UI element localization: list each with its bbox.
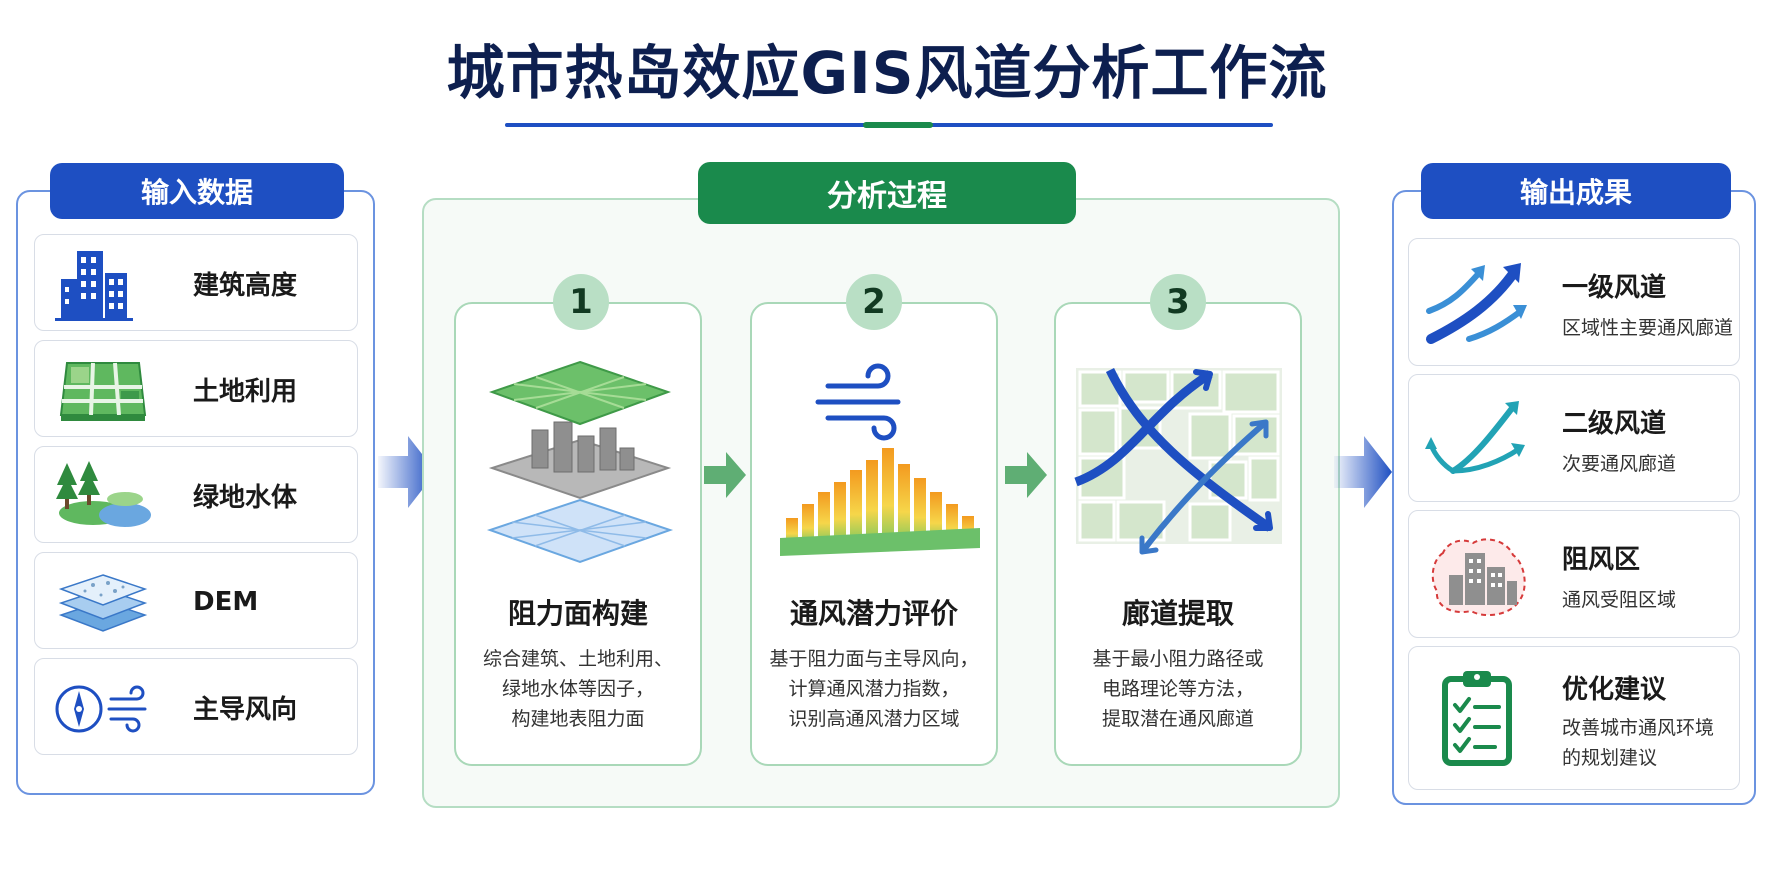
input-card-land-use: 土地利用 [34,340,358,437]
input-label-green-water: 绿地水体 [193,483,298,513]
secondary-corridor-arrows-icon [1425,401,1525,474]
input-card-wind-direction: 主导风向 [34,658,358,755]
input-label-land-use: 土地利用 [193,377,298,407]
output-desc-optimization: 改善城市通风环境 的规划建议 [1562,717,1715,769]
resistance-layers-icon [486,360,674,564]
step-card-1: 阻力面构建 综合建筑、土地利用、 绿地水体等因子， 构建地表阻力面 [454,302,702,766]
flow-arrow-process-to-output [1334,436,1392,508]
flow-arrow-step1-to-step2 [704,452,746,498]
compass-wind-icon [55,685,147,733]
step-card-3: 廊道提取 基于最小阻力路径或 电路理论等方法， 提取潜在通风廊道 [1054,302,1302,766]
output-desc-blocked-area: 通风受阻区域 [1562,589,1677,611]
output-card-secondary-corridor: 二级风道 次要通风廊道 [1408,374,1740,502]
dem-layers-icon [58,574,148,632]
flow-arrow-input-to-process [378,436,436,508]
building-icon [55,251,133,321]
page-title: 城市热岛效应GIS风道分析工作流 [446,39,1328,107]
step-desc-3: 基于最小阻力路径或 电路理论等方法， 提取潜在通风廊道 [1092,648,1264,730]
output-card-primary-corridor: 一级风道 区域性主要通风廊道 [1408,238,1740,366]
title-underline-accent [863,122,933,128]
input-card-green-water: 绿地水体 [34,446,358,543]
ventilation-potential-icon [780,363,980,556]
step-title-3: 廊道提取 [1121,597,1234,630]
step-desc-2: 基于阻力面与主导风向， 计算通风潜力指数， 识别高通风潜力区域 [769,648,979,730]
output-card-optimization: 优化建议 改善城市通风环境 的规划建议 [1408,646,1740,790]
output-desc-secondary-corridor: 次要通风廊道 [1562,453,1677,475]
output-title-primary-corridor: 一级风道 [1562,273,1667,303]
output-card-blocked-area: 阻风区 通风受阻区域 [1408,510,1740,638]
clipboard-checklist-icon [1442,671,1512,766]
step-number-2: 2 [846,274,902,330]
land-use-map-icon [59,362,147,421]
output-title-secondary-corridor: 二级风道 [1562,409,1667,439]
output-title-optimization: 优化建议 [1562,675,1667,705]
corridor-extraction-icon [1074,368,1282,555]
input-label-building-height: 建筑高度 [193,271,298,301]
blocked-area-buildings-icon [1431,538,1526,617]
flow-arrow-step2-to-step3 [1005,452,1047,498]
input-card-dem: DEM [34,552,358,649]
trees-water-icon [56,461,151,527]
input-panel-header: 输入数据 [50,163,344,219]
output-desc-primary-corridor: 区域性主要通风廊道 [1562,317,1734,339]
step-number-1: 1 [553,274,609,330]
step-number-3: 3 [1150,274,1206,330]
input-card-building-height: 建筑高度 [34,234,358,331]
input-label-wind-direction: 主导风向 [193,695,298,725]
step-title-1: 阻力面构建 [507,597,648,630]
primary-corridor-arrows-icon [1426,263,1527,344]
input-label-dem: DEM [193,586,259,617]
process-panel-header: 分析过程 [698,162,1076,224]
step-desc-1: 综合建筑、土地利用、 绿地水体等因子， 构建地表阻力面 [482,648,673,730]
output-panel-header: 输出成果 [1421,163,1731,219]
step-title-2: 通风潜力评价 [789,597,958,630]
step-card-2: 通风潜力评价 基于阻力面与主导风向， 计算通风潜力指数， 识别高通风潜力区域 [750,302,998,766]
output-title-blocked-area: 阻风区 [1562,545,1641,575]
